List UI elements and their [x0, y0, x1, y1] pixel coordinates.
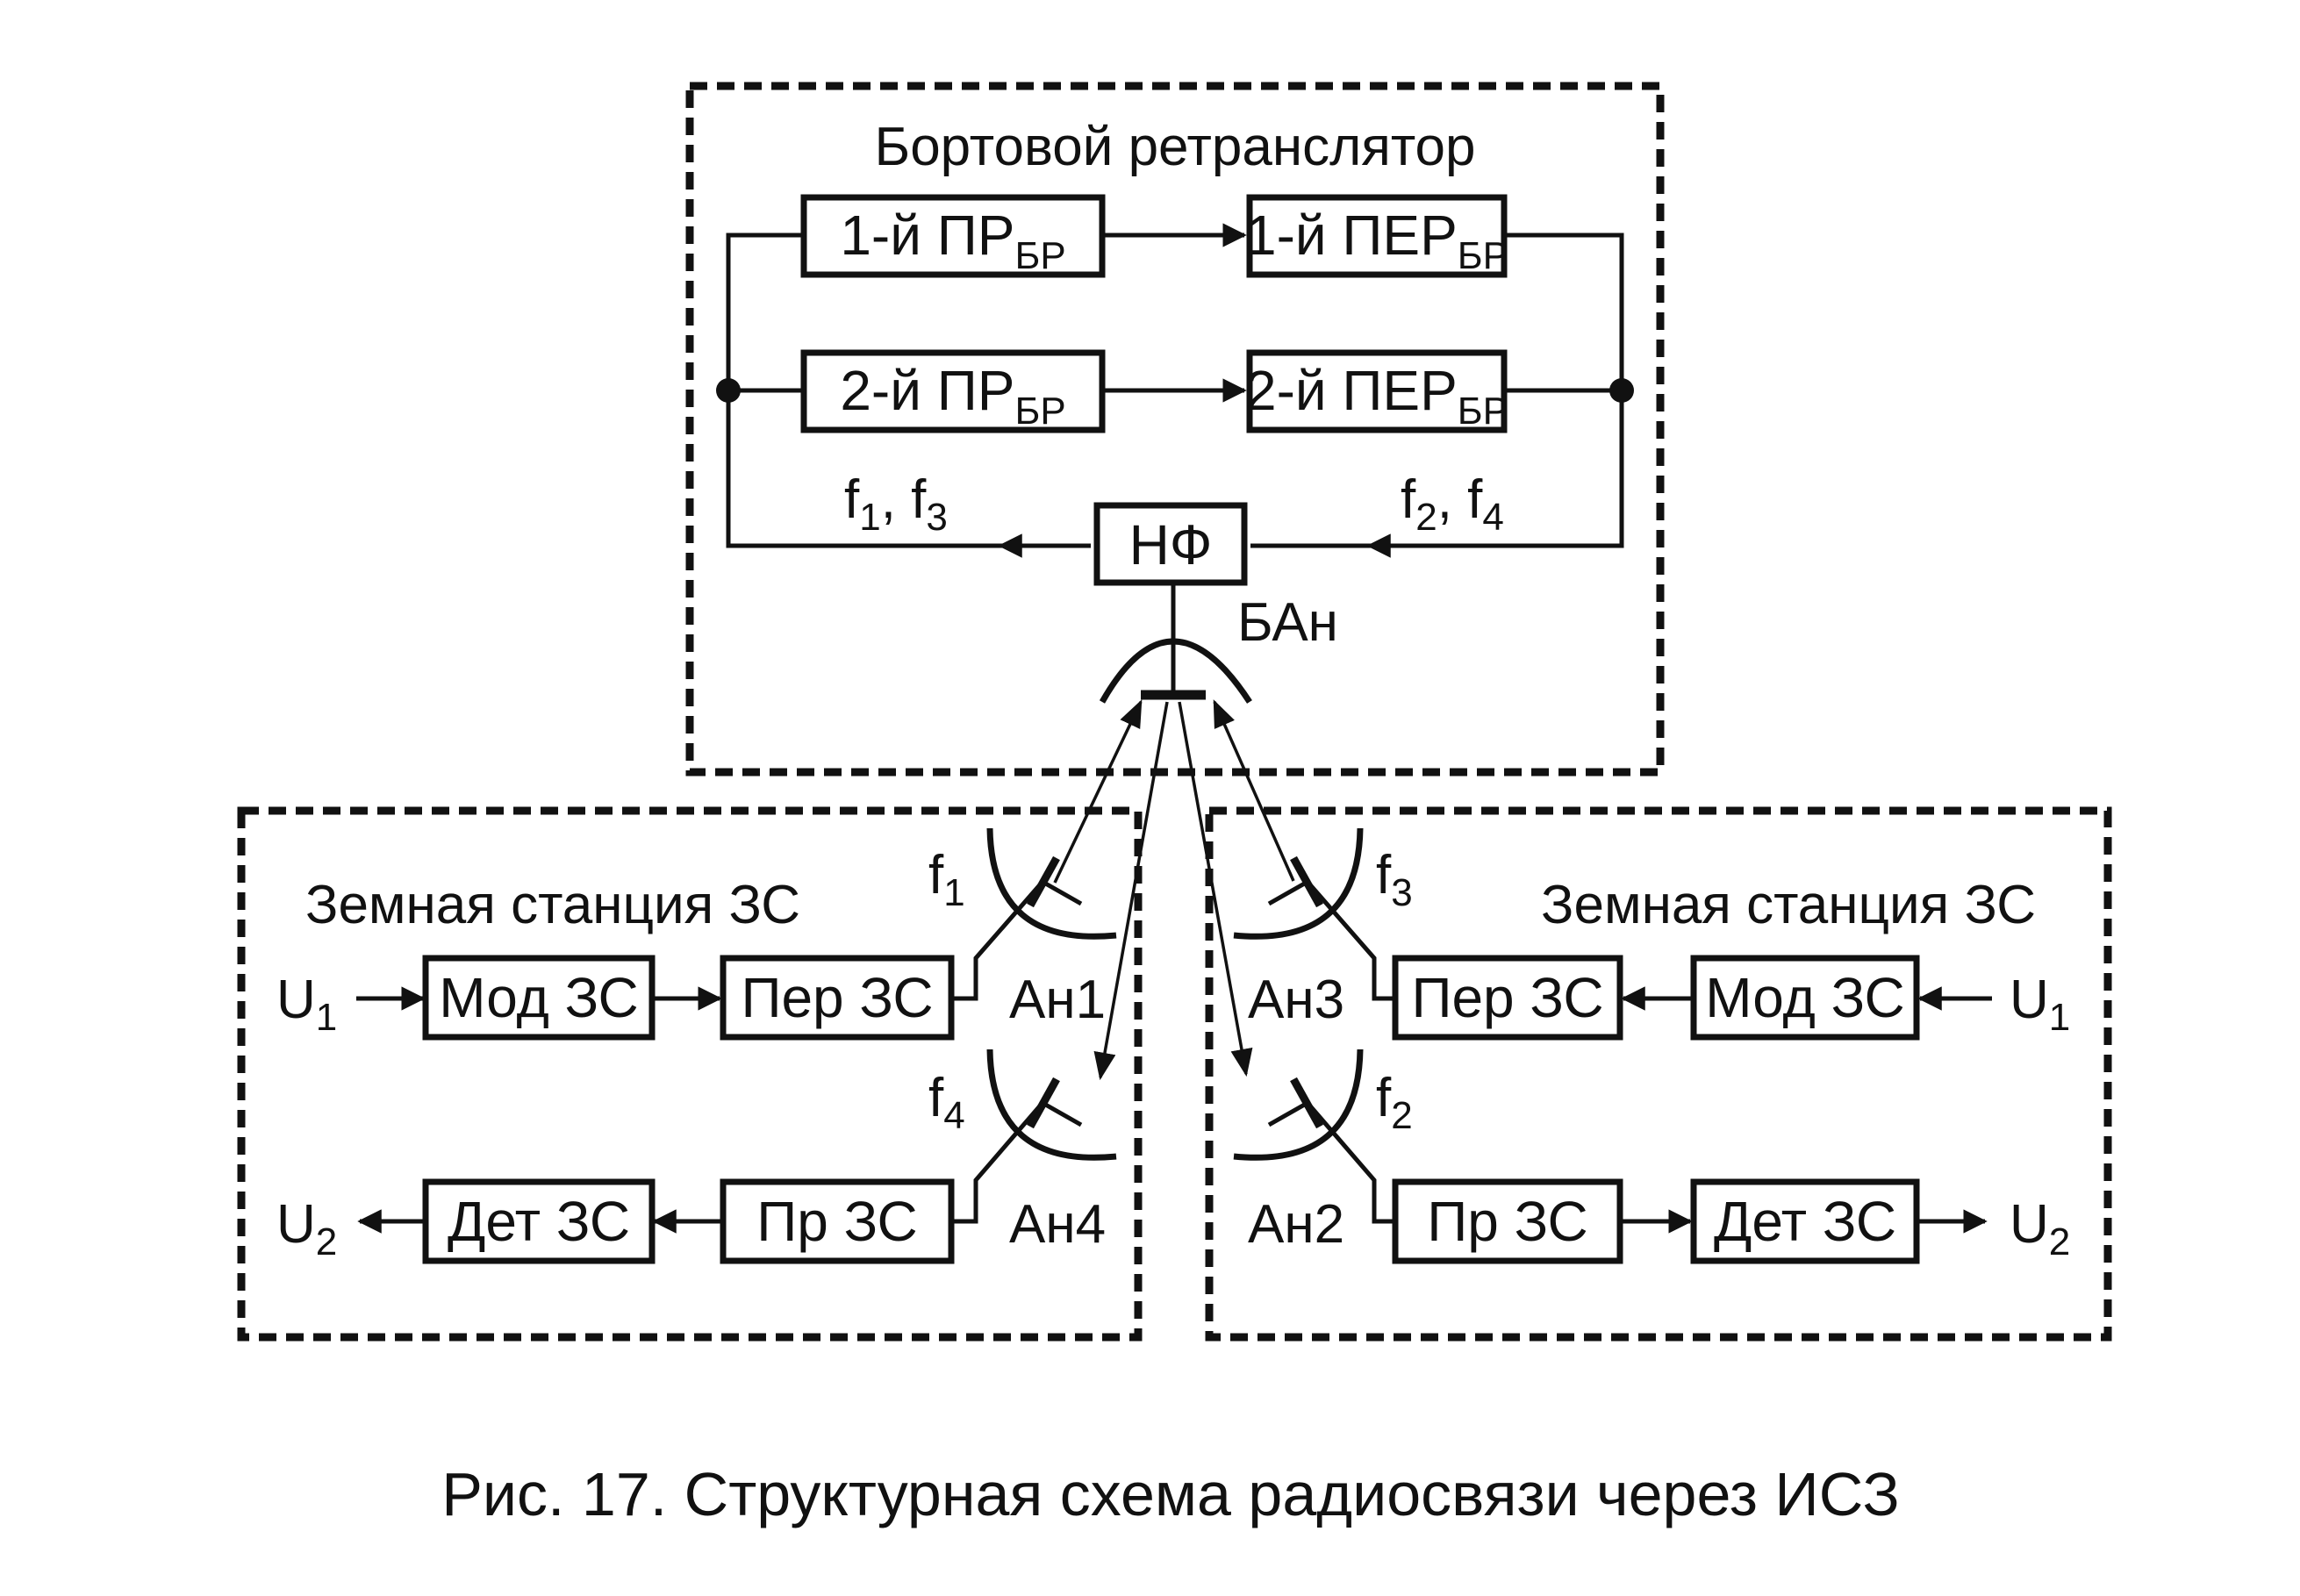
right-mod-block: Мод ЗС [1690, 955, 1920, 1041]
repeater-freq-left: f1, f3 [844, 469, 948, 539]
svg-text:2-й ПЕРБР: 2-й ПЕРБР [1245, 359, 1508, 433]
right-tx-dish-icon [1233, 827, 1364, 940]
rx1-block: 1-й ПРБР [800, 194, 1106, 278]
right-rx-antenna-label: Ан2 [1248, 1194, 1344, 1255]
left-tx-antenna-label: Ан1 [1009, 970, 1106, 1030]
beam-f4-downlink [1093, 701, 1169, 1081]
right-tx-feed-wire [1306, 880, 1395, 1001]
tx1-subscript: БР [1458, 234, 1508, 277]
svg-text:2-й ПРБР: 2-й ПРБР [840, 359, 1065, 433]
right-tx-label: Пер ЗС [1411, 966, 1603, 1029]
repeater-freq-right: f2, f4 [1401, 469, 1504, 539]
left-tx-dish-icon [986, 827, 1117, 940]
left-rx-block: Пр ЗС [720, 1178, 955, 1264]
left-det-block: Дет ЗС [422, 1178, 656, 1264]
figure-caption: Рис. 17. Структурная схема радиосвязи че… [441, 1460, 1900, 1528]
right-rx-freq: f2 [1376, 1068, 1413, 1137]
right-det-block: Дет ЗС [1690, 1178, 1920, 1264]
left-mod-block: Мод ЗС [422, 955, 656, 1041]
filter-block: НФ [1093, 502, 1248, 586]
left-tx-feed-wire [951, 880, 1044, 1001]
right-junction-dot [1609, 378, 1634, 403]
repeater-title: Бортовой ретранслятор [875, 117, 1476, 177]
right-input-signal: U1 [2010, 970, 2070, 1039]
rx2-subscript: БР [1014, 390, 1065, 433]
rx2-label: 2-й ПР [840, 359, 1014, 422]
onboard-repeater-group: Бортовой ретранслятор 1-й ПРБР 1-й ПЕРБР… [685, 82, 1665, 777]
left-input-signal: U1 [276, 970, 337, 1039]
beam-f3-uplink [1213, 699, 1295, 882]
right-tx-freq: f3 [1376, 845, 1413, 914]
right-det-label: Дет ЗС [1714, 1190, 1896, 1253]
onboard-antenna-icon [1099, 583, 1252, 704]
rx1-label: 1-й ПР [840, 204, 1014, 267]
left-tx-label: Пер ЗС [741, 966, 933, 1029]
beam-f1-uplink [1053, 699, 1143, 884]
left-junction-dot [716, 378, 741, 403]
right-mod-label: Мод ЗС [1705, 966, 1905, 1029]
left-tx-freq: f1 [928, 845, 965, 914]
onboard-antenna-label: БАн [1237, 592, 1338, 653]
filter-label: НФ [1129, 513, 1213, 576]
left-tx-block: Пер ЗС [720, 955, 955, 1041]
beam-f2-downlink [1178, 701, 1253, 1077]
right-tx-block: Пер ЗС [1392, 955, 1623, 1041]
radio-beams [1053, 699, 1295, 1081]
left-station-title: Земная станция ЗС [305, 875, 800, 935]
left-rx-label: Пр ЗС [756, 1190, 918, 1253]
svg-text:1-й ПЕРБР: 1-й ПЕРБР [1245, 204, 1508, 277]
right-rx-feed-wire [1306, 1101, 1395, 1224]
right-rx-label: Пр ЗС [1427, 1190, 1588, 1253]
right-tx-antenna-label: Ан3 [1248, 970, 1344, 1030]
right-earth-station-group: Земная станция ЗС f3 Ан3 Пер ЗС Мод ЗС U… [1205, 806, 2112, 1342]
tx2-block: 2-й ПЕРБР [1245, 349, 1508, 433]
repeater-boundary [685, 82, 1665, 777]
rx2-block: 2-й ПРБР [800, 349, 1106, 433]
tx2-subscript: БР [1458, 390, 1508, 433]
right-rx-dish-icon [1233, 1048, 1364, 1161]
left-rx-feed-wire [951, 1101, 1044, 1224]
left-mod-label: Мод ЗС [439, 966, 639, 1029]
svg-text:1-й ПРБР: 1-й ПРБР [840, 204, 1065, 277]
left-det-label: Дет ЗС [448, 1190, 630, 1253]
left-output-signal: U2 [276, 1194, 337, 1263]
left-earth-station-group: Земная станция ЗС U1 Мод ЗС Пер ЗС Ан1 f… [237, 806, 1143, 1342]
right-output-signal: U2 [2010, 1194, 2070, 1263]
tx1-block: 1-й ПЕРБР [1245, 194, 1508, 278]
tx2-label: 2-й ПЕР [1245, 359, 1458, 422]
right-station-title: Земная станция ЗС [1541, 875, 2036, 935]
right-station-boundary [1205, 806, 2112, 1342]
left-rx-dish-icon [986, 1048, 1117, 1161]
rx1-subscript: БР [1014, 234, 1065, 277]
right-rx-block: Пр ЗС [1392, 1178, 1623, 1264]
tx1-label: 1-й ПЕР [1245, 204, 1458, 267]
left-rx-antenna-label: Ан4 [1009, 1194, 1106, 1255]
left-rx-freq: f4 [928, 1068, 965, 1137]
left-station-boundary [237, 806, 1143, 1342]
